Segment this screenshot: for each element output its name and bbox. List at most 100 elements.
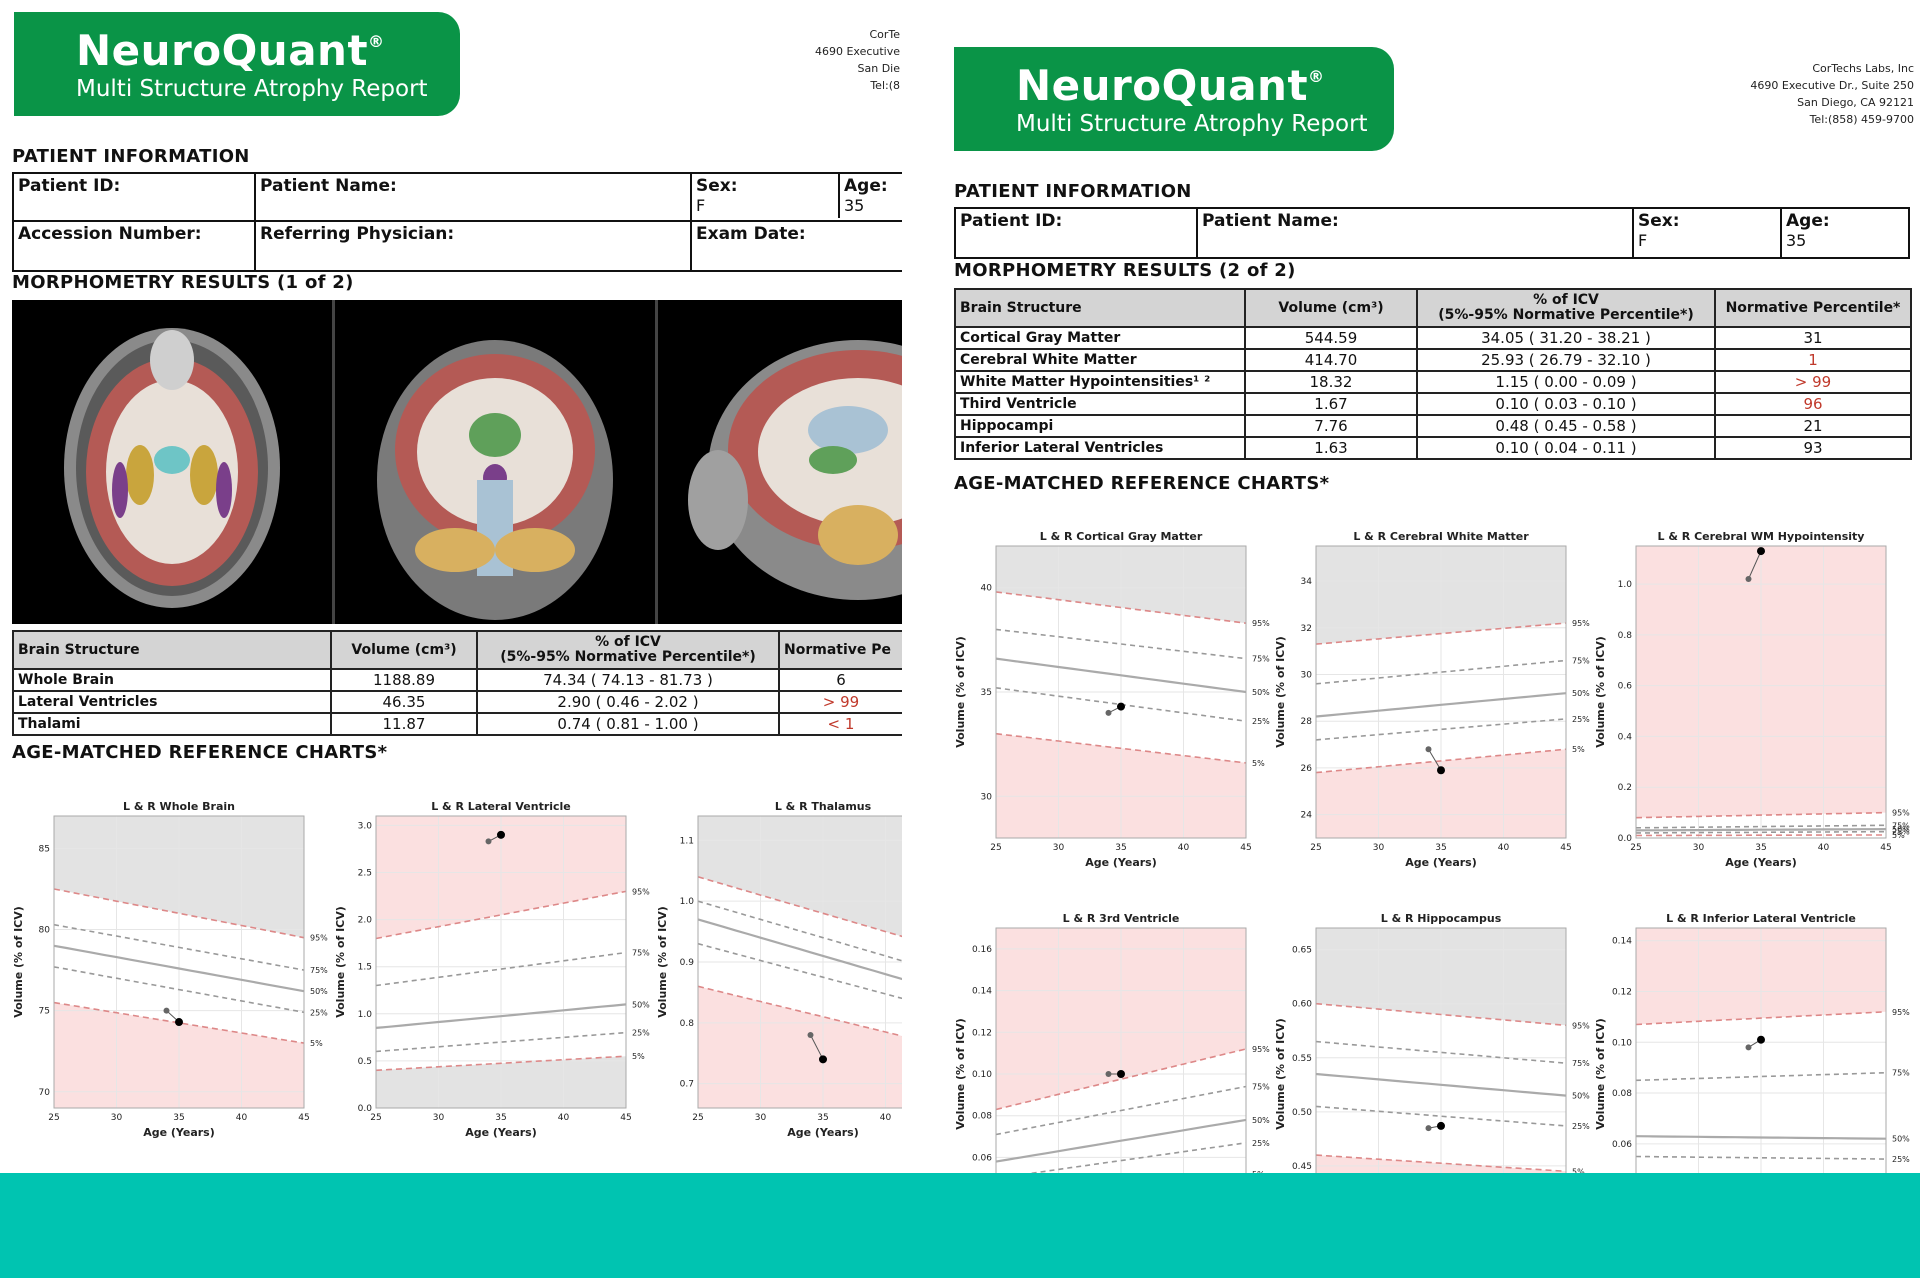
percentile-curve-p25	[53, 966, 305, 1014]
y-tick-label: 0.2	[1618, 783, 1632, 793]
patient-data-point	[175, 1018, 183, 1027]
percentile-label: 5%	[1572, 1167, 1585, 1173]
y-tick-label: 0.9	[680, 958, 695, 968]
company-address: CorTechs Labs, Inc 4690 Executive Dr., S…	[1750, 60, 1914, 128]
address-line: 4690 Executive	[814, 45, 900, 58]
address-line: San Diego, CA 92121	[1797, 96, 1914, 109]
icv-value: 0.10 ( 0.03 - 0.10 )	[1416, 392, 1716, 416]
x-tick-label: 30	[111, 1113, 123, 1123]
y-axis-label: Volume (% of ICV)	[1594, 636, 1607, 748]
patient-data-point	[1117, 1070, 1125, 1078]
x-tick-label: 45	[1560, 843, 1571, 853]
y-tick-label: 0.10	[972, 1070, 992, 1080]
percentile-curve-p50	[1635, 1135, 1887, 1140]
percentile-label: 95%	[1252, 1045, 1270, 1054]
percentile-label: 5%	[1892, 831, 1905, 840]
volume-value: 7.76	[1244, 414, 1418, 438]
x-tick-label: 35	[495, 1113, 506, 1123]
table-row: White Matter Hypointensities¹ ² 18.32 1.…	[954, 370, 1912, 394]
shade-below-5	[698, 986, 902, 1108]
coronal-mri-image	[335, 300, 658, 624]
col-icv-line1: % of ICV	[1533, 292, 1599, 308]
chart-svg: 95%75%50%25%5%25303540450.040.060.080.10…	[1594, 912, 1910, 1173]
icv-value: 1.15 ( 0.00 - 0.09 )	[1416, 370, 1716, 394]
age-label: Age:	[844, 176, 888, 196]
x-tick-label: 25	[692, 1113, 703, 1123]
y-tick-label: 34	[1301, 577, 1313, 587]
percentile-curve-p95	[1635, 811, 1887, 819]
percentile-curve-p75	[1635, 1071, 1887, 1082]
x-tick-label: 45	[1240, 843, 1251, 853]
percentile-curve-p5	[375, 1055, 627, 1072]
y-axis-label: Volume (% of ICV)	[954, 1018, 967, 1130]
y-tick-label: 24	[1301, 811, 1313, 821]
patient-info-heading: PATIENT INFORMATION	[12, 146, 250, 167]
sagittal-mri-image	[658, 300, 902, 624]
y-tick-label: 3.0	[358, 821, 373, 831]
y-tick-label: 0.0	[358, 1104, 373, 1114]
y-tick-label: 75	[39, 1007, 50, 1017]
y-tick-label: 0.14	[972, 987, 992, 997]
percentile-value: 21	[1714, 414, 1912, 438]
table-row: Whole Brain 1188.89 74.34 ( 74.13 - 81.7…	[12, 668, 902, 692]
percentile-value: 1	[1714, 348, 1912, 372]
percentile-value: 6	[778, 668, 902, 692]
y-tick-label: 70	[39, 1088, 51, 1098]
y-tick-label: 0.14	[1612, 937, 1632, 947]
x-tick-label: 40	[1818, 843, 1830, 853]
table-header-row: Brain Structure Volume (cm³) % of ICV(5%…	[12, 630, 902, 670]
y-tick-label: 0.4	[1618, 732, 1633, 742]
y-tick-label: 30	[981, 792, 993, 802]
y-tick-label: 32	[1301, 624, 1312, 634]
chart-title: L & R Cerebral WM Hypointensity	[1658, 530, 1865, 543]
y-tick-label: 2.5	[358, 869, 372, 879]
patient-data-point	[1105, 1071, 1112, 1077]
percentile-label: 95%	[310, 934, 328, 943]
exam-date-label: Exam Date:	[696, 224, 806, 244]
chart-hippocampus: 95%75%50%25%5%25303540450.450.500.550.60…	[1270, 902, 1590, 1173]
y-axis-label: Volume (% of ICV)	[12, 906, 25, 1018]
col-normative-percentile: Normative Pe	[778, 630, 902, 670]
logo-registered-mark: ®	[368, 32, 385, 51]
percentile-label: 5%	[1572, 745, 1585, 754]
sex-value: F	[696, 196, 706, 215]
percentile-curve-p50	[995, 657, 1247, 694]
patient-id-label: Patient ID:	[18, 176, 121, 196]
y-tick-label: 2.0	[358, 916, 373, 926]
percentile-curve-p25	[1315, 718, 1567, 741]
patient-trend-line	[810, 1034, 824, 1060]
y-tick-label: 1.1	[680, 836, 694, 846]
y-axis-label: Volume (% of ICV)	[1594, 1018, 1607, 1130]
percentile-curve-p5	[697, 985, 902, 1037]
patient-info-box: Patient ID: Patient Name: Sex:F Age:35 A…	[12, 172, 902, 272]
plot-frame	[1635, 927, 1887, 1173]
col-volume: Volume (cm³)	[330, 630, 478, 670]
percentile-label: 50%	[632, 1000, 650, 1009]
patient-data-point	[1745, 1044, 1752, 1051]
percentile-curve-p95	[995, 1048, 1247, 1111]
col-icv: % of ICV(5%-95% Normative Percentile*)	[1416, 288, 1716, 328]
patient-data-point	[1105, 709, 1112, 716]
percentile-label: 5%	[1252, 1170, 1265, 1173]
percentile-curve-p95	[1315, 622, 1567, 645]
chart-title: L & R Cortical Gray Matter	[1040, 530, 1203, 543]
percentile-value: 93	[1714, 436, 1912, 460]
patient-data-point	[819, 1055, 827, 1064]
patient-data-point	[497, 830, 505, 839]
percentile-curve-p50	[53, 944, 305, 993]
y-tick-label: 0.10	[1612, 1038, 1632, 1048]
percentile-label: 5%	[310, 1039, 323, 1048]
percentile-label: 50%	[1892, 1135, 1910, 1144]
x-tick-label: 40	[1498, 843, 1510, 853]
y-tick-label: 0.0	[1618, 834, 1633, 844]
y-tick-label: 1.0	[1618, 580, 1633, 590]
y-tick-label: 0.12	[972, 1028, 992, 1038]
percentile-label: 25%	[1252, 1139, 1270, 1148]
y-tick-label: 1.0	[358, 1010, 373, 1020]
col-icv: % of ICV(5%-95% Normative Percentile*)	[476, 630, 780, 670]
x-axis-label: Age (Years)	[1085, 856, 1157, 869]
patient-trend-line	[1748, 550, 1762, 580]
